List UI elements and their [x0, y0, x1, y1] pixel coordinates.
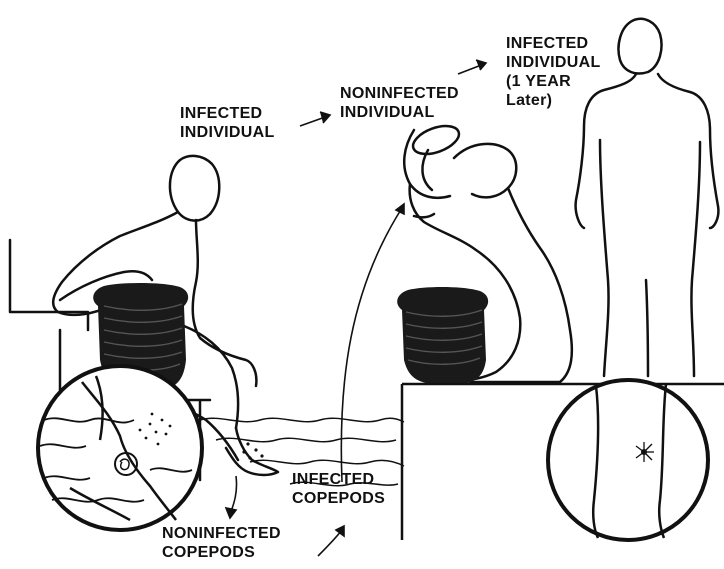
label-line: NONINFECTED — [340, 84, 459, 103]
label-noninfected-copepods: NONINFECTED COPEPODS — [162, 524, 281, 562]
label-line: COPEPODS — [292, 489, 385, 508]
drinking-bowl — [409, 121, 462, 160]
label-line: INDIVIDUAL — [340, 103, 459, 122]
label-noninfected-individual: NONINFECTED INDIVIDUAL — [340, 84, 459, 122]
standing-person-head — [619, 19, 662, 74]
label-line: INFECTED — [506, 34, 601, 53]
label-infected-individual: INFECTED INDIVIDUAL — [180, 104, 275, 142]
inset-circle-foot-blister — [38, 366, 202, 530]
label-infected-copepods: INFECTED COPEPODS — [292, 470, 385, 508]
water-jar-middle — [397, 287, 488, 384]
standing-person-body — [576, 74, 719, 376]
label-line: INFECTED — [292, 470, 385, 489]
arrow-noninfected-to-infected-copepods — [318, 530, 342, 556]
label-line: COPEPODS — [162, 543, 281, 562]
label-line: (1 YEAR — [506, 72, 601, 91]
label-infected-individual-1-year-later: INFECTED INDIVIDUAL (1 YEAR Later) — [506, 34, 601, 110]
label-line: INDIVIDUAL — [506, 53, 601, 72]
inset-circle-leg-lesion — [548, 380, 708, 540]
drinking-person-arms — [404, 130, 450, 198]
seat-outline — [10, 240, 88, 330]
seated-person-head — [170, 156, 219, 221]
label-line: NONINFECTED — [162, 524, 281, 543]
label-line: INDIVIDUAL — [180, 123, 275, 142]
label-line: Later) — [506, 91, 601, 110]
label-line: INFECTED — [180, 104, 275, 123]
drinking-person-head — [454, 144, 516, 197]
